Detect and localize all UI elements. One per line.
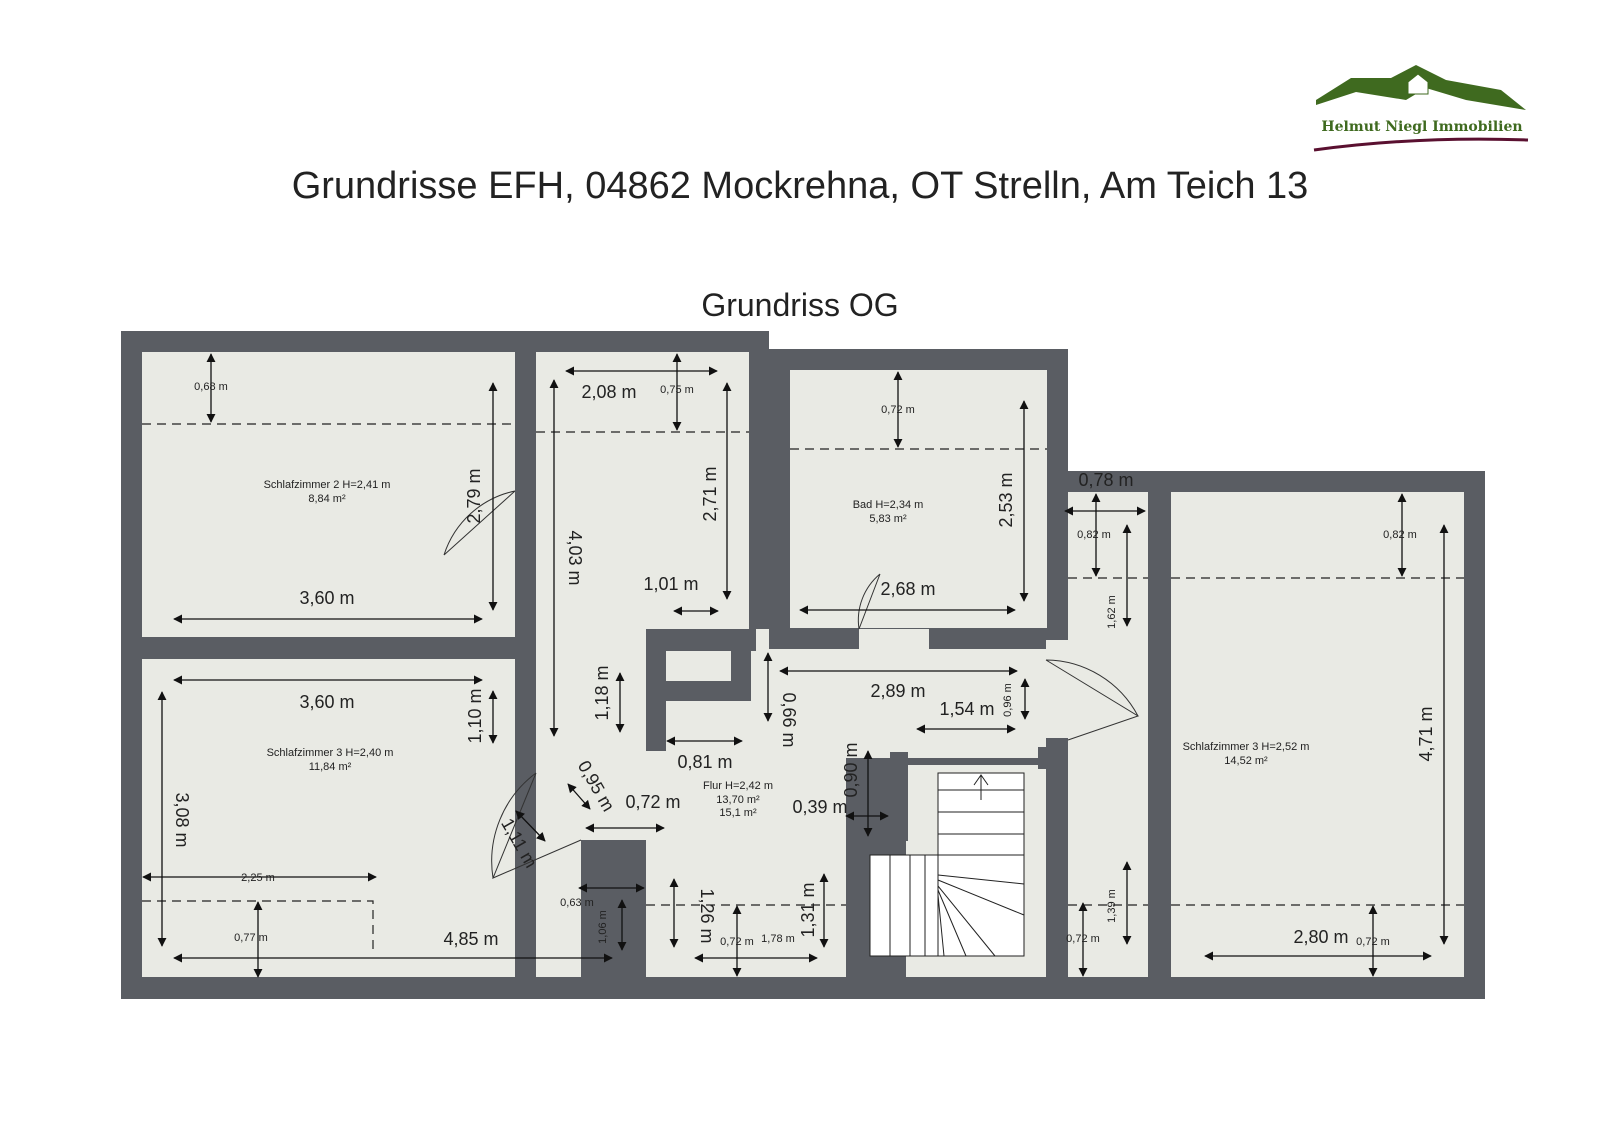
dim-label: 3,60 m xyxy=(299,588,354,608)
dim-label: 1,39 m xyxy=(1106,889,1118,923)
dim-label: 2,89 m xyxy=(870,681,925,701)
dim-label: 0,82 m xyxy=(1077,529,1111,541)
slope-lines xyxy=(142,423,1464,955)
dimension-lines xyxy=(142,353,1449,978)
dim-label: 0,39 m xyxy=(792,797,847,817)
dim-label: 1,18 m xyxy=(592,665,612,720)
dim-label: 0,72 m xyxy=(881,404,915,416)
floor-schlafzimmer-3-rechts xyxy=(1171,492,1464,977)
dim-label: 2,79 m xyxy=(464,468,484,523)
floor-flur-sued xyxy=(646,758,846,977)
floor-gang-oben xyxy=(536,352,749,629)
floor-door-opening xyxy=(1046,640,1086,738)
dim-label: 1,31 m xyxy=(798,882,818,937)
dim-label: 2,80 m xyxy=(1293,927,1348,947)
dim-label: 4,85 m xyxy=(443,929,498,949)
plan-subtitle: Grundriss OG xyxy=(701,287,899,323)
dim-label: 4,03 m xyxy=(565,530,585,585)
floor-schlafzimmer-2 xyxy=(142,352,515,637)
dim-label: 4,71 m xyxy=(1416,706,1436,761)
dim-label: 2,25 m xyxy=(241,872,275,884)
room-area-schlafzimmer-2: 8,84 m² xyxy=(308,493,346,505)
dim-label: 3,08 m xyxy=(172,792,192,847)
room-area2-flur: 15,1 m² xyxy=(719,807,757,819)
logo-house xyxy=(1407,73,1429,95)
floor-bad xyxy=(790,370,1047,628)
room-labels: Schlafzimmer 2 H=2,41 m 8,84 m² Schlafzi… xyxy=(264,479,1310,819)
floor-schlafzimmer-3-links xyxy=(142,659,515,977)
dim-label: 2,68 m xyxy=(880,579,935,599)
logo-text: Helmut Niegl Immobilien xyxy=(1321,119,1522,135)
dim-label: 1,10 m xyxy=(465,688,485,743)
page-title: Grundrisse EFH, 04862 Mockrehna, OT Stre… xyxy=(291,165,1309,207)
floors xyxy=(142,352,1464,977)
dim-label: 0,72 m xyxy=(1356,936,1390,948)
dim-label: 0,75 m xyxy=(660,384,694,396)
dim-label: 0,68 m xyxy=(194,381,228,393)
dimension-labels: 0,68 m 3,60 m 2,08 m 0,75 m 1,01 m 0,72 … xyxy=(194,381,1417,949)
room-label-schlafzimmer-2: Schlafzimmer 2 H=2,41 m xyxy=(264,479,391,491)
dim-label: 2,53 m xyxy=(996,472,1016,527)
room-area-schlafzimmer-3-rechts: 14,52 m² xyxy=(1224,755,1268,767)
interior-walls xyxy=(142,352,1171,977)
room-label-bad: Bad H=2,34 m xyxy=(853,499,924,511)
dim-label: 1,06 m xyxy=(597,910,609,944)
dim-label: 1,78 m xyxy=(761,933,795,945)
dim-label: 1,01 m xyxy=(643,574,698,594)
dim-label: 1,54 m xyxy=(939,699,994,719)
dim-label: 2,71 m xyxy=(700,466,720,521)
dim-label: 0,63 m xyxy=(560,897,594,909)
dim-label: 1,26 m xyxy=(697,888,717,943)
logo-underline xyxy=(1313,137,1529,152)
room-area-flur: 13,70 m² xyxy=(716,794,760,806)
room-area-bad: 5,83 m² xyxy=(869,513,907,525)
room-label-flur: Flur H=2,42 m xyxy=(703,780,773,792)
door-schlafzimmer-3-links xyxy=(491,772,582,879)
room-area-schlafzimmer-3-links: 11,84 m² xyxy=(309,761,352,773)
dim-label: 0,72 m xyxy=(625,792,680,812)
room-label-schlafzimmer-3-links: Schlafzimmer 3 H=2,40 m xyxy=(267,747,394,759)
dim-label: 0,72 m xyxy=(1066,933,1100,945)
dim-label: 1,62 m xyxy=(1106,595,1118,629)
dim-label: 0,82 m xyxy=(1383,529,1417,541)
dim-label: 0,81 m xyxy=(677,752,732,772)
dim-label: 0,77 m xyxy=(234,932,268,944)
doors xyxy=(443,490,1140,879)
dim-label: 0,90 m xyxy=(841,742,861,797)
dim-label: 3,60 m xyxy=(299,692,354,712)
dim-label: 0,96 m xyxy=(1002,683,1014,717)
door-schlafzimmer-2 xyxy=(443,490,516,556)
dim-label: 0,72 m xyxy=(720,936,754,948)
dim-label: 0,66 m xyxy=(779,692,799,747)
dim-label: 0,78 m xyxy=(1078,470,1133,490)
dim-label: 2,08 m xyxy=(581,382,636,402)
company-logo: Helmut Niegl Immobilien xyxy=(1313,65,1529,152)
door-bad xyxy=(857,573,881,630)
door-schlafzimmer-3-rechts xyxy=(1045,659,1140,741)
room-label-schlafzimmer-3-rechts: Schlafzimmer 3 H=2,52 m xyxy=(1183,741,1310,753)
staircase xyxy=(869,772,1025,957)
